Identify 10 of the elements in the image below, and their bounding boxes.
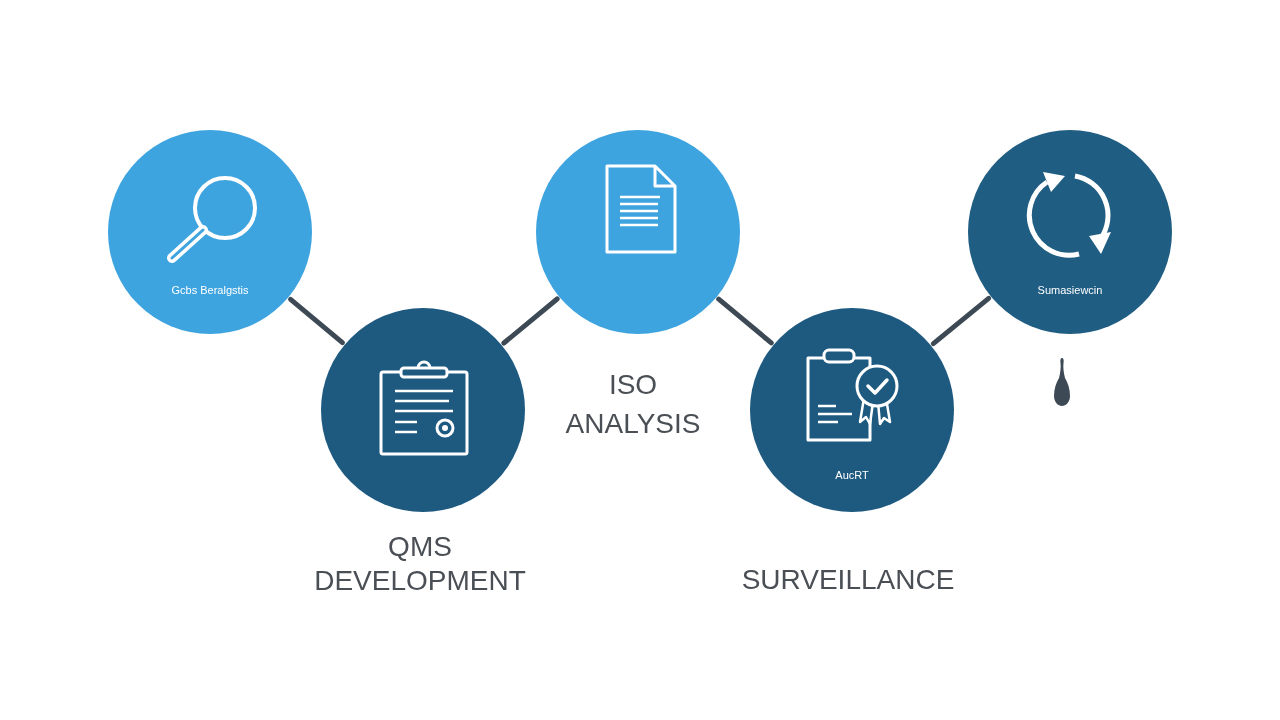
connector-line (716, 296, 774, 346)
connector-line (501, 296, 560, 346)
step-label: Sumasiewcin (1037, 283, 1103, 297)
connector-line (930, 295, 992, 347)
step-heading: ISO ANALYSIS (564, 368, 702, 441)
step-label: AucRT (835, 468, 869, 482)
step-label: Gcbs Beralgstis (171, 283, 249, 297)
connector-line (288, 296, 345, 346)
step-heading: SURVEILLANCE (741, 563, 955, 597)
step-heading: QMS DEVELOPMENT (313, 530, 527, 598)
